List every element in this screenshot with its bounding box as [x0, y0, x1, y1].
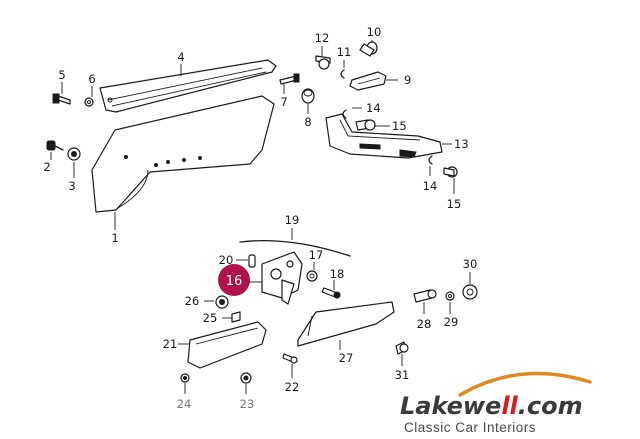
part-6-washer: [84, 97, 94, 107]
callout-29: 29: [444, 315, 459, 329]
part-14-lower-clip: [428, 155, 433, 165]
callout-5: 5: [58, 68, 65, 82]
part-9-handle: [349, 71, 387, 91]
callout-14-lower: 14: [423, 179, 438, 193]
callout-8: 8: [304, 115, 311, 129]
part-23-screw: [240, 372, 252, 384]
part-13-armrest: [325, 113, 443, 159]
callout-18: 18: [330, 267, 345, 281]
logo-swoosh-icon: [458, 371, 592, 397]
callout-3: 3: [68, 179, 75, 193]
callout-30: 30: [463, 257, 478, 271]
part-31-screw: [395, 341, 409, 355]
brand-name: Lakewell.com: [400, 392, 583, 420]
callout-11: 11: [337, 45, 352, 59]
part-24-screw: [180, 373, 190, 383]
callout-25: 25: [203, 311, 218, 325]
callout-2: 2: [43, 160, 50, 174]
part-11-clip: [340, 69, 345, 79]
callout-14-upper: 14: [366, 101, 381, 115]
highlight-marker-16: 16: [218, 264, 262, 296]
part-2-fastener: [46, 140, 64, 151]
callout-17: 17: [309, 248, 324, 262]
part-12-screw: [315, 55, 331, 70]
callout-12: 12: [315, 31, 330, 45]
part-15-upper-cap: [355, 119, 376, 131]
part-25-clip: [231, 311, 241, 323]
callout-20: 20: [219, 253, 234, 267]
part-4-upper-panel-strip: [99, 59, 277, 113]
part-10-knob: [359, 41, 378, 57]
callout-13: 13: [454, 137, 469, 151]
callout-31: 31: [395, 368, 410, 382]
part-18-screw: [321, 287, 341, 299]
part-27-lower-trim: [297, 301, 395, 347]
part-28-bolt: [413, 289, 437, 303]
callout-15-lower: 15: [447, 197, 462, 211]
callout-1: 1: [111, 231, 118, 245]
callout-24: 24: [177, 397, 192, 411]
callout-26: 26: [185, 294, 200, 308]
callout-22: 22: [285, 380, 300, 394]
part-29-washer: [445, 291, 455, 301]
part-3-clip: [67, 147, 81, 161]
part-5-screw: [52, 93, 71, 105]
part-22-screw: [282, 353, 298, 364]
callout-28: 28: [417, 317, 432, 331]
leader-lines: [50, 40, 471, 394]
part-8-bushing: [301, 88, 315, 104]
callout-15-upper: 15: [392, 119, 407, 133]
part-7-screw: [279, 73, 300, 85]
callout-10: 10: [367, 25, 382, 39]
part-1-door-panel: [91, 95, 275, 213]
part-16-winder-mechanism: [261, 251, 303, 305]
callout-21: 21: [163, 337, 178, 351]
part-14-upper-clip: [342, 109, 347, 119]
callout-6: 6: [88, 72, 95, 86]
callout-4: 4: [177, 50, 184, 64]
callout-23: 23: [240, 397, 255, 411]
part-21-map-pocket: [187, 321, 267, 369]
callout-7: 7: [280, 95, 287, 109]
part-19-bracket-line: [239, 240, 351, 257]
brand-logo: Lakewell.com Classic Car Interiors: [400, 371, 592, 435]
callout-16: 16: [226, 274, 243, 289]
part-26-nut: [215, 295, 229, 309]
part-30-nut: [462, 284, 478, 300]
callout-9: 9: [404, 73, 411, 87]
callout-labels: 4 5 6 2 3 1 7 8 9 10 11 12 13 14 14 15 1…: [43, 25, 477, 411]
callout-27: 27: [339, 351, 354, 365]
part-17-ring: [306, 270, 318, 282]
part-20-clip: [248, 254, 256, 268]
brand-tagline: Classic Car Interiors: [404, 420, 536, 435]
part-15-lower-cap: [443, 166, 458, 178]
callout-19: 19: [285, 213, 300, 227]
